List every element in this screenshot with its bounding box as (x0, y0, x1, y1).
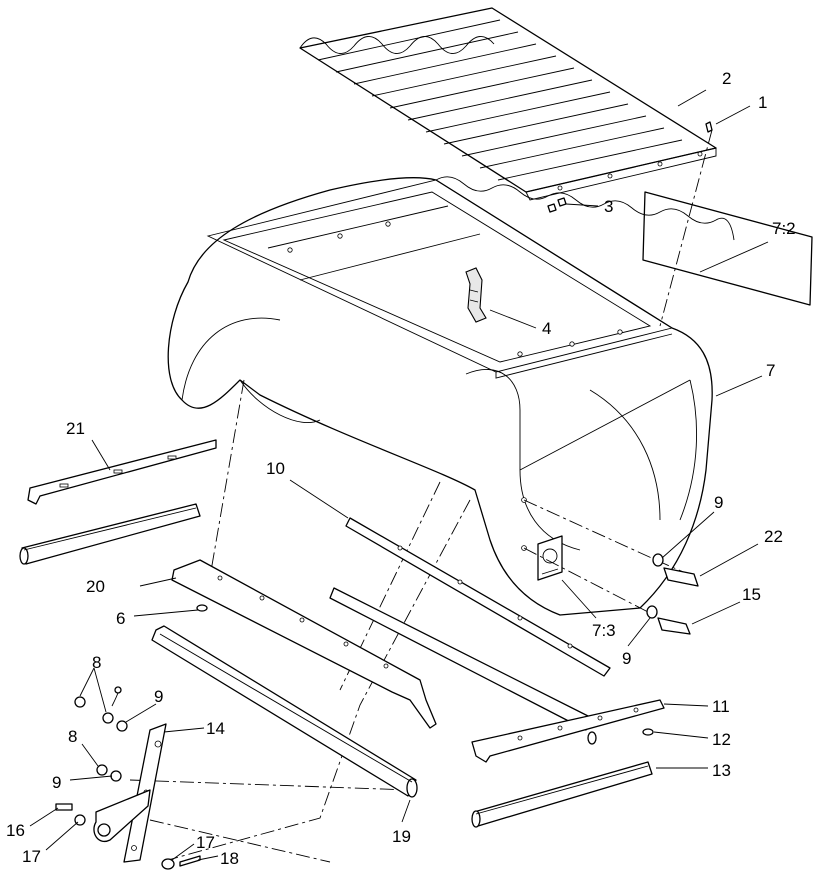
bolt-part-22 (663, 567, 699, 587)
screws-part-3 (547, 197, 567, 213)
bolt-part-16 (55, 803, 73, 811)
callout-9-right-b: 9 (622, 649, 631, 668)
callout-22: 22 (764, 527, 783, 546)
washer-part-17-b (161, 858, 175, 870)
callout-11: 11 (712, 697, 730, 716)
callout-20: 20 (86, 577, 105, 596)
leader-lines (29, 89, 769, 861)
washer-part-12 (642, 728, 654, 736)
callout-7: 7 (766, 361, 775, 380)
hood-body (167, 176, 735, 616)
callout-10: 10 (266, 459, 285, 478)
callout-2: 2 (722, 69, 731, 88)
callout-15: 15 (742, 585, 761, 604)
washer-part-9-right-b (646, 605, 658, 619)
callout-4: 4 (542, 319, 551, 338)
callout-16: 16 (6, 821, 25, 840)
callout-3: 3 (604, 197, 613, 216)
screw-part-18 (179, 855, 201, 867)
hinge-assembly (55, 686, 201, 870)
washer-part-6 (196, 604, 208, 612)
callout-19: 19 (392, 827, 411, 846)
callout-21: 21 (66, 419, 85, 438)
callout-12: 12 (712, 730, 731, 749)
callout-8-top: 8 (92, 653, 101, 672)
nut-part-8-c (96, 764, 108, 776)
decal-7-2 (642, 191, 813, 306)
bolt-part-15 (657, 617, 691, 635)
callout-7-2: 7:2 (772, 219, 796, 238)
callout-8-mid: 8 (68, 727, 77, 746)
callout-6: 6 (116, 609, 125, 628)
latch-part-4 (465, 267, 487, 323)
seal-rod-part-19 (151, 625, 418, 798)
callout-7-3: 7:3 (592, 621, 616, 640)
callout-9-right-a: 9 (714, 493, 723, 512)
bracket-part-21 (27, 439, 217, 505)
rubber-strip-rear (19, 503, 201, 565)
callout-14: 14 (206, 719, 225, 738)
corrugated-grill (299, 7, 717, 201)
callout-1: 1 (758, 93, 767, 112)
strip-part-10 (345, 517, 611, 677)
washer-part-9-hinge-b (110, 770, 122, 782)
decal-7-3 (537, 535, 563, 581)
bracket-part-20 (171, 559, 437, 729)
callout-17-right: 17 (196, 833, 215, 852)
nut-part-8-b (102, 712, 114, 724)
washer-part-9-hinge (116, 720, 128, 732)
assembly-centerlines (129, 129, 713, 863)
strip-part-13 (471, 761, 653, 828)
callout-9-hinge: 9 (154, 687, 163, 706)
callout-labels: 1 2 3 7:2 4 7 21 10 9 22 20 6 15 7:3 9 8… (6, 69, 796, 868)
washer-part-9-right-a (652, 553, 664, 567)
screw-part-1 (705, 121, 713, 133)
callout-13: 13 (712, 761, 731, 780)
bracket-part-11 (471, 699, 665, 763)
callout-17-left: 17 (22, 847, 41, 866)
callout-9-hinge-b: 9 (52, 773, 61, 792)
nut-part-8-a (74, 696, 86, 708)
callout-18: 18 (220, 849, 239, 868)
